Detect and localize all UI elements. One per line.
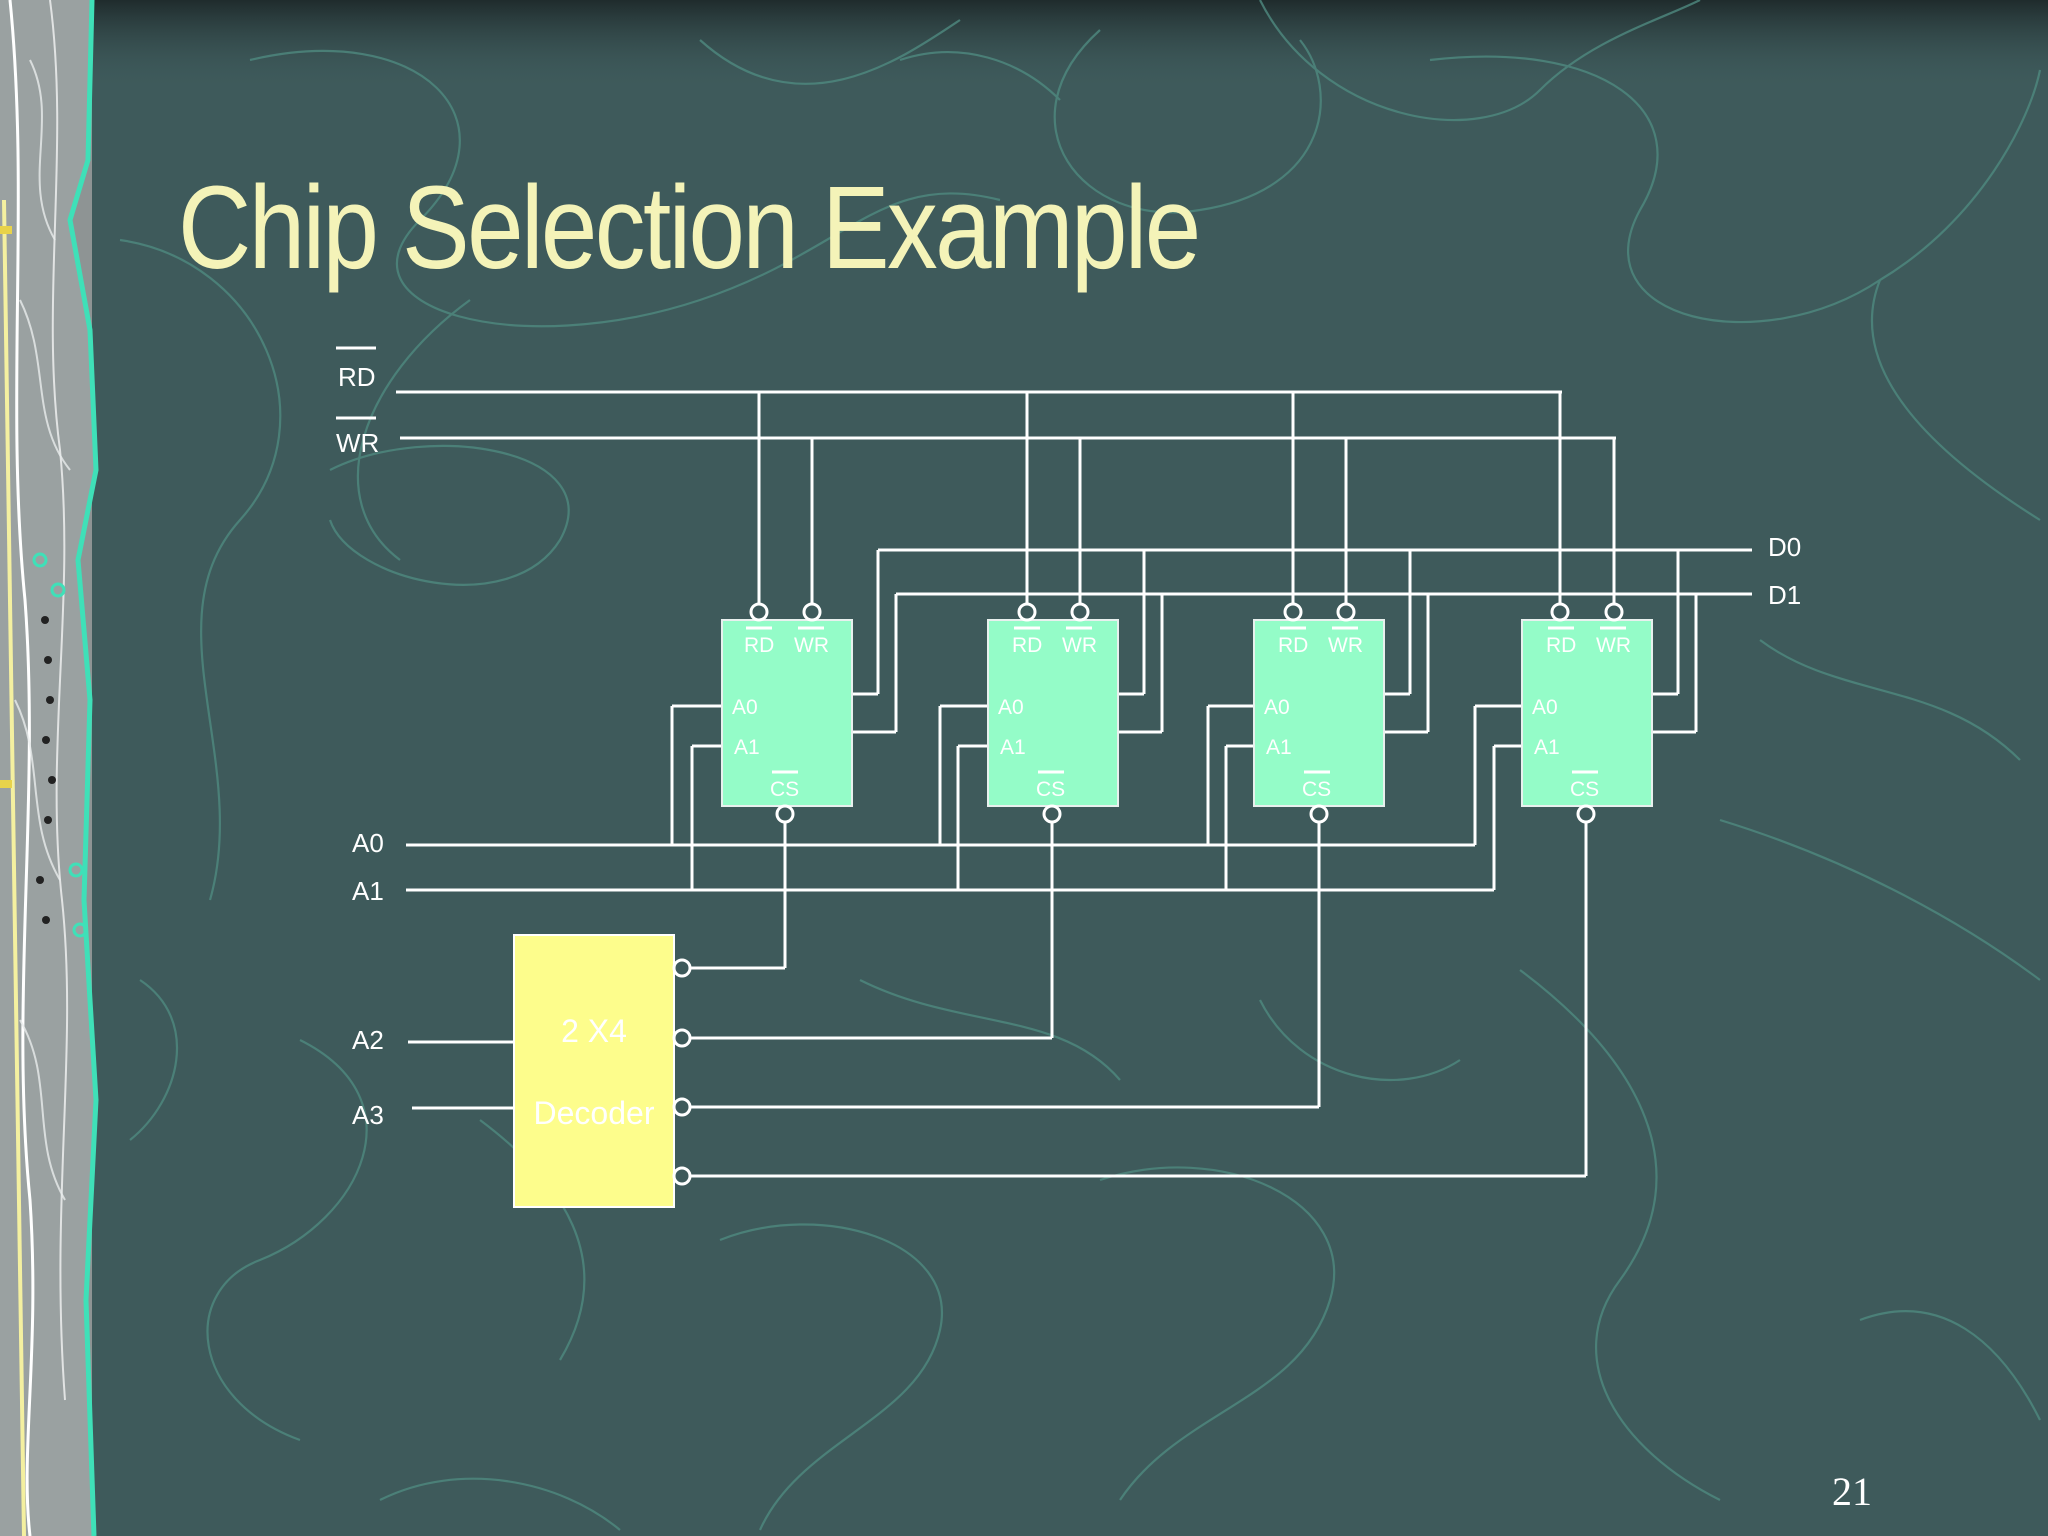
decoder-label-line2: Decoder <box>534 1095 655 1131</box>
a2-input-label: A2 <box>352 1025 384 1055</box>
chip-body <box>1521 619 1653 807</box>
d0-bus-label: D0 <box>1768 532 1801 562</box>
chip-pin-a0: A0 <box>732 696 758 719</box>
chip-wires <box>684 392 1164 1040</box>
chip-pin-rd: RD <box>1546 634 1576 657</box>
chip-pin-wr: WR <box>1328 634 1363 657</box>
memory-chip: RD WR A0 A1 CS <box>684 392 1164 1040</box>
wr-bus-label: WR <box>336 428 379 458</box>
chip-pin-a1: A1 <box>1000 736 1026 759</box>
chip-pin-a1: A1 <box>734 736 760 759</box>
a0-bus-label: A0 <box>352 828 384 858</box>
page-number: 21 <box>1832 1469 1872 1514</box>
chip-wires <box>670 392 898 970</box>
chip-pin-cs: CS <box>1570 778 1599 801</box>
chip-pin-wr: WR <box>794 634 829 657</box>
chip-pin-cs: CS <box>1302 778 1331 801</box>
chip-pin-a1: A1 <box>1266 736 1292 759</box>
wr-pin-bubble <box>802 602 822 622</box>
rd-pin-bubble <box>1283 602 1303 622</box>
decoder-label-line1: 2 X4 <box>561 1013 627 1049</box>
cs-pin-bubble <box>1042 804 1062 824</box>
chip-pin-a1: A1 <box>1534 736 1560 759</box>
rd-pin-bubble <box>1017 602 1037 622</box>
chip-body <box>987 619 1119 807</box>
decoder-output-bubble <box>672 1166 692 1186</box>
chip-pin-wr: WR <box>1062 634 1097 657</box>
chip-body <box>721 619 853 807</box>
chip-pin-wr: WR <box>1596 634 1631 657</box>
decoder: 2 X4 Decoder <box>513 934 692 1208</box>
chip-pin-cs: CS <box>770 778 799 801</box>
wr-pin-bubble <box>1336 602 1356 622</box>
rd-bus-label: RD <box>338 362 376 392</box>
contour-lines <box>119 0 2042 1531</box>
a3-input-label: A3 <box>352 1100 384 1130</box>
memory-chip: RD WR A0 A1 CS <box>684 392 1430 1109</box>
decoder-body <box>513 934 675 1208</box>
chip-body <box>1253 619 1385 807</box>
chip-pin-rd: RD <box>1278 634 1308 657</box>
d1-bus-label: D1 <box>1768 580 1801 610</box>
wr-pin-bubble <box>1070 602 1090 622</box>
a1-bus-label: A1 <box>352 876 384 906</box>
chip-pin-a0: A0 <box>998 696 1024 719</box>
chip-pin-rd: RD <box>744 634 774 657</box>
cs-pin-bubble <box>775 804 795 824</box>
cs-pin-bubble <box>1309 804 1329 824</box>
decoder-output-bubble <box>672 1028 692 1048</box>
wr-pin-bubble <box>1604 602 1624 622</box>
chip-wires <box>684 392 1698 1178</box>
rd-pin-bubble <box>1550 602 1570 622</box>
chip-pin-a0: A0 <box>1532 696 1558 719</box>
memory-chip: RD WR A0 A1 CS <box>684 392 1698 1178</box>
map-strip <box>0 0 99 1536</box>
chip-wires <box>684 392 1430 1109</box>
cs-pin-bubble <box>1576 804 1596 824</box>
memory-chip: RD WR A0 A1 CS <box>670 392 898 970</box>
decoder-output-bubble <box>672 1097 692 1117</box>
chip-pin-rd: RD <box>1012 634 1042 657</box>
chip-pin-a0: A0 <box>1264 696 1290 719</box>
decoder-output-bubble <box>672 958 692 978</box>
rd-pin-bubble <box>749 602 769 622</box>
chip-pin-cs: CS <box>1036 778 1065 801</box>
slide-title: Chip Selection Example <box>178 162 1201 294</box>
